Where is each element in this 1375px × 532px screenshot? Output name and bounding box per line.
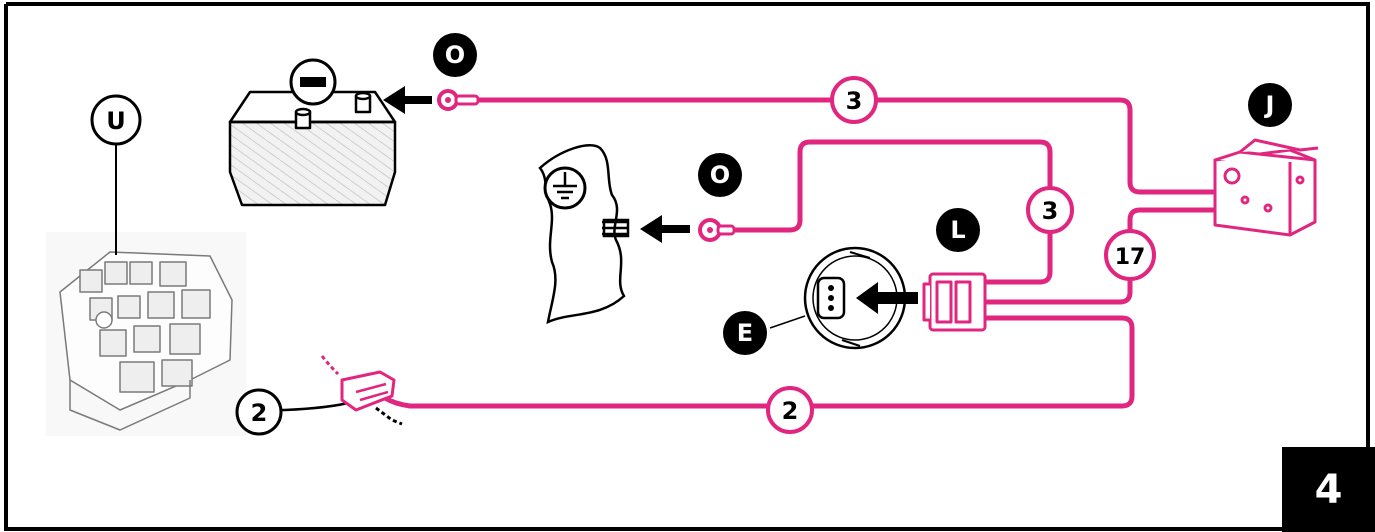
svg-text:J: J: [1264, 91, 1275, 119]
svg-text:3: 3: [1042, 197, 1059, 225]
callout-switch: J: [1248, 83, 1292, 127]
ground-arrow: [640, 215, 690, 243]
svg-text:O: O: [710, 161, 730, 189]
sensor-arrow: [856, 282, 918, 314]
sensor-leader: [769, 315, 806, 329]
fuse-box: [46, 232, 246, 436]
wire-switch-to-connector: [982, 207, 1221, 305]
callout-fuse-box: U: [90, 94, 142, 146]
wire-label-fuse-left: 2: [235, 388, 283, 436]
wire-connector-to-fuse: [382, 315, 1135, 409]
svg-text:O: O: [445, 41, 465, 69]
svg-text:E: E: [737, 319, 753, 347]
switch: [1213, 138, 1319, 237]
wire-label-fuse-right: 2: [766, 386, 814, 434]
wire-label-switch: 17: [1104, 229, 1156, 281]
wire-label-battery: 3: [830, 76, 878, 124]
svg-text:U: U: [106, 107, 126, 135]
wire-ground-to-connector: [727, 139, 1053, 285]
wires: [382, 97, 1221, 409]
svg-text:2: 2: [782, 397, 799, 425]
ground-eyelet: [698, 218, 736, 242]
page-number-text: 4: [1314, 466, 1343, 513]
callout-connector: L: [936, 208, 980, 252]
page-number: 4: [1282, 447, 1375, 532]
connector: [922, 272, 987, 332]
callout-ground-eyelet: O: [698, 153, 742, 197]
callout-battery-eyelet: O: [433, 33, 477, 77]
wire-battery-to-switch: [475, 97, 1218, 195]
svg-text:2: 2: [251, 399, 268, 427]
battery-eyelet: [437, 89, 480, 111]
svg-text:3: 3: [846, 87, 863, 115]
svg-text:L: L: [950, 216, 965, 244]
frame: [4, 2, 1370, 531]
ground-symbol-icon: [543, 166, 587, 210]
svg-text:17: 17: [1115, 245, 1146, 270]
fuse: [320, 355, 403, 426]
minus-sign-icon: [289, 58, 337, 106]
sensor: [803, 246, 907, 350]
battery-arrow: [383, 86, 432, 114]
callout-sensor: E: [723, 311, 767, 355]
wire-label-ground: 3: [1026, 186, 1074, 234]
battery: [228, 90, 397, 207]
